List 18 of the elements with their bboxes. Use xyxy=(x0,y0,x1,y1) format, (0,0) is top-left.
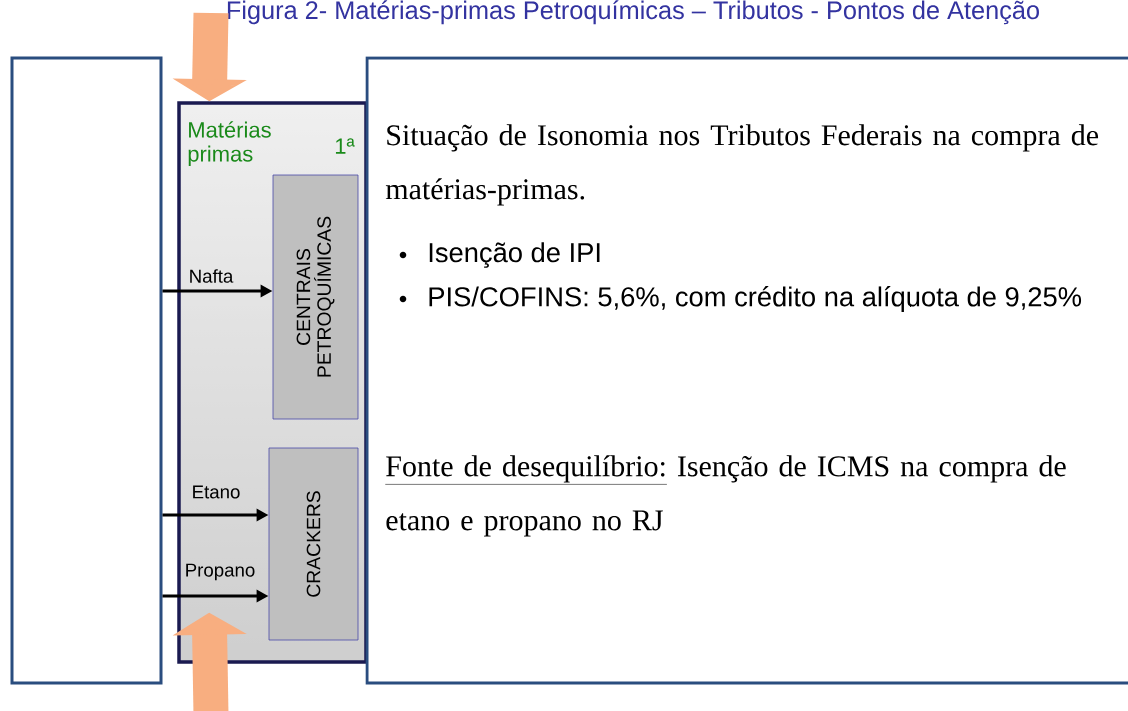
bullet xyxy=(399,251,407,259)
bullet-item: PIS/COFINS: 5,6%, com crédito na alíquota de 9,25% xyxy=(429,286,1082,312)
panel-heading: Matérias primas xyxy=(188,121,271,167)
bullet xyxy=(399,295,407,303)
bullet-item: Isenção de IPI xyxy=(429,242,600,268)
edge-label: Propano xyxy=(186,563,255,581)
box-label: CRACKERS xyxy=(306,491,321,597)
column-heading: 1ª xyxy=(335,138,355,154)
edge-label: Etano xyxy=(193,485,240,499)
title: Figura 2- Matérias-primas Petroquímicas – Tributos - Pontos de Atenção xyxy=(227,0,1039,25)
edge-label: Nafta xyxy=(190,269,234,283)
process-box xyxy=(268,447,359,641)
process-box xyxy=(272,174,359,420)
text-panel xyxy=(365,56,1128,685)
box-label: CENTRAIS PETROQUÍMICAS xyxy=(296,216,335,377)
paragraph: Situação de Isonomia nos Tributos Federais na compra de matérias-primas. xyxy=(385,124,1099,206)
paragraph: Fonte de desequilíbrio: Isenção de ICMS na compra de etano e propano no RJ xyxy=(385,455,1066,537)
empty-box xyxy=(10,56,163,685)
